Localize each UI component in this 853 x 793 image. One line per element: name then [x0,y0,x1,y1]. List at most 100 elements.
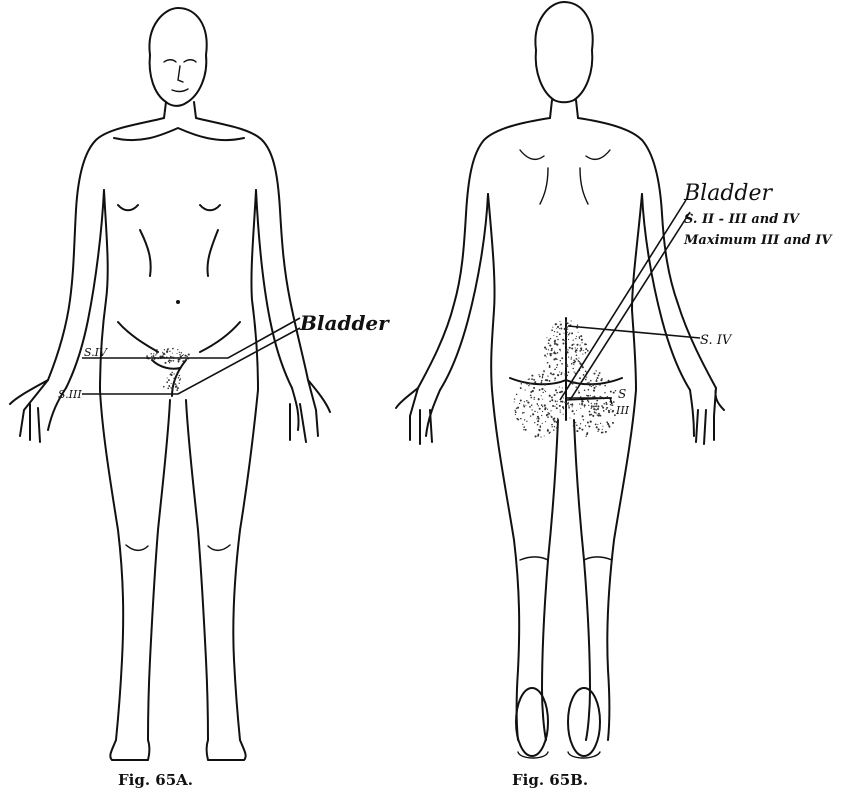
stipple-dot [615,390,616,391]
stipple-dot [559,391,561,393]
back-leader-s3 [566,398,612,404]
stipple-dot [186,356,188,358]
stipple-dot [609,426,611,428]
stipple-dot [524,419,525,420]
stipple-dot [556,427,557,428]
stipple-dot [575,422,576,423]
stipple-dot [530,394,532,396]
stipple-dot [568,334,570,336]
stipple-dot [525,390,526,391]
stipple-dot [542,406,543,407]
stipple-dot [570,404,571,405]
stipple-dot [550,410,551,411]
stipple-dot [556,367,557,368]
stipple-dot [531,375,533,377]
stipple-dot [594,383,596,385]
stipple-dot [556,364,558,366]
back-right-leg-outer [607,390,636,740]
stipple-dot [163,354,164,355]
stipple-dot [592,415,594,417]
stipple-dot [604,392,605,393]
stipple-dot [574,371,575,372]
stipple-dot [572,344,574,346]
stipple-dot [606,403,608,405]
stipple-dot [585,425,586,426]
front-pelvis [118,322,240,352]
stipple-dot [568,339,569,340]
stipple-dot [544,407,546,409]
stipple-dot [551,329,553,331]
stipple-dot [579,350,581,352]
stipple-dot [178,377,179,378]
stipple-dot [568,349,569,350]
front-bladder-label: Bladder [299,311,390,335]
stipple-dot [188,353,190,355]
stipple-dot [581,400,583,402]
stipple-dot [169,351,170,352]
stipple-dot [607,396,608,397]
stipple-dot [562,406,564,408]
stipple-dot [557,339,559,341]
stipple-dot [152,355,154,357]
stipple-dot [168,379,170,381]
stipple-dot [585,348,587,350]
stipple-dot [573,425,574,426]
stipple-dot [173,373,174,374]
stipple-dot [542,377,543,378]
stipple-dot [565,320,567,322]
stipple-dot [588,382,589,383]
stipple-dot [577,359,578,360]
stipple-dot [581,402,583,404]
front-collarbones [114,128,244,140]
stipple-dot [168,385,170,387]
front-segment-s4-label: S.IV [84,346,108,359]
stipple-dot [573,340,574,341]
stipple-dot [574,413,576,415]
figure-a-caption: Fig. 65A. [118,771,193,789]
stipple-dot [548,342,550,344]
stipple-dot [563,398,564,399]
stipple-dot [559,405,561,407]
stipple-dot [590,421,592,423]
stipple-dot [564,328,566,330]
stipple-dot [578,336,580,338]
stipple-dot [563,408,564,409]
stipple-dot [556,392,558,394]
stipple-dot [555,353,556,354]
stipple-dot [572,406,573,407]
stipple-dot [589,385,591,387]
front-left-foot [110,740,149,760]
stipple-dot [156,352,158,354]
stipple-dot [146,355,148,357]
stipple-dot [164,349,165,350]
stipple-dot [559,387,560,388]
stipple-dot [172,348,174,350]
stipple-dot [526,400,528,402]
stipple-dot [613,401,615,403]
stipple-dot [167,388,169,390]
stipple-dot [522,424,523,425]
stipple-dot [542,392,543,393]
stipple-dot [596,386,597,387]
front-groin [152,360,186,396]
stipple-dot [586,344,587,345]
stipple-dot [610,409,611,410]
stipple-dot [548,339,550,341]
stipple-dot [608,424,610,426]
stipple-dot [550,338,552,340]
stipple-dot [587,382,588,383]
stipple-dot [593,390,595,392]
stipple-dot [557,374,559,376]
stipple-dot [588,389,590,391]
stipple-dot [552,374,553,375]
stipple-dot [565,356,566,357]
stipple-dot [537,412,538,413]
stipple-dot [531,397,533,399]
stipple-dot [185,355,186,356]
stipple-dot [591,403,592,404]
stipple-dot [553,373,555,375]
stipple-dot [544,390,545,391]
back-right-side [632,194,642,390]
stipple-dot [534,382,535,383]
stipple-dot [587,422,589,424]
